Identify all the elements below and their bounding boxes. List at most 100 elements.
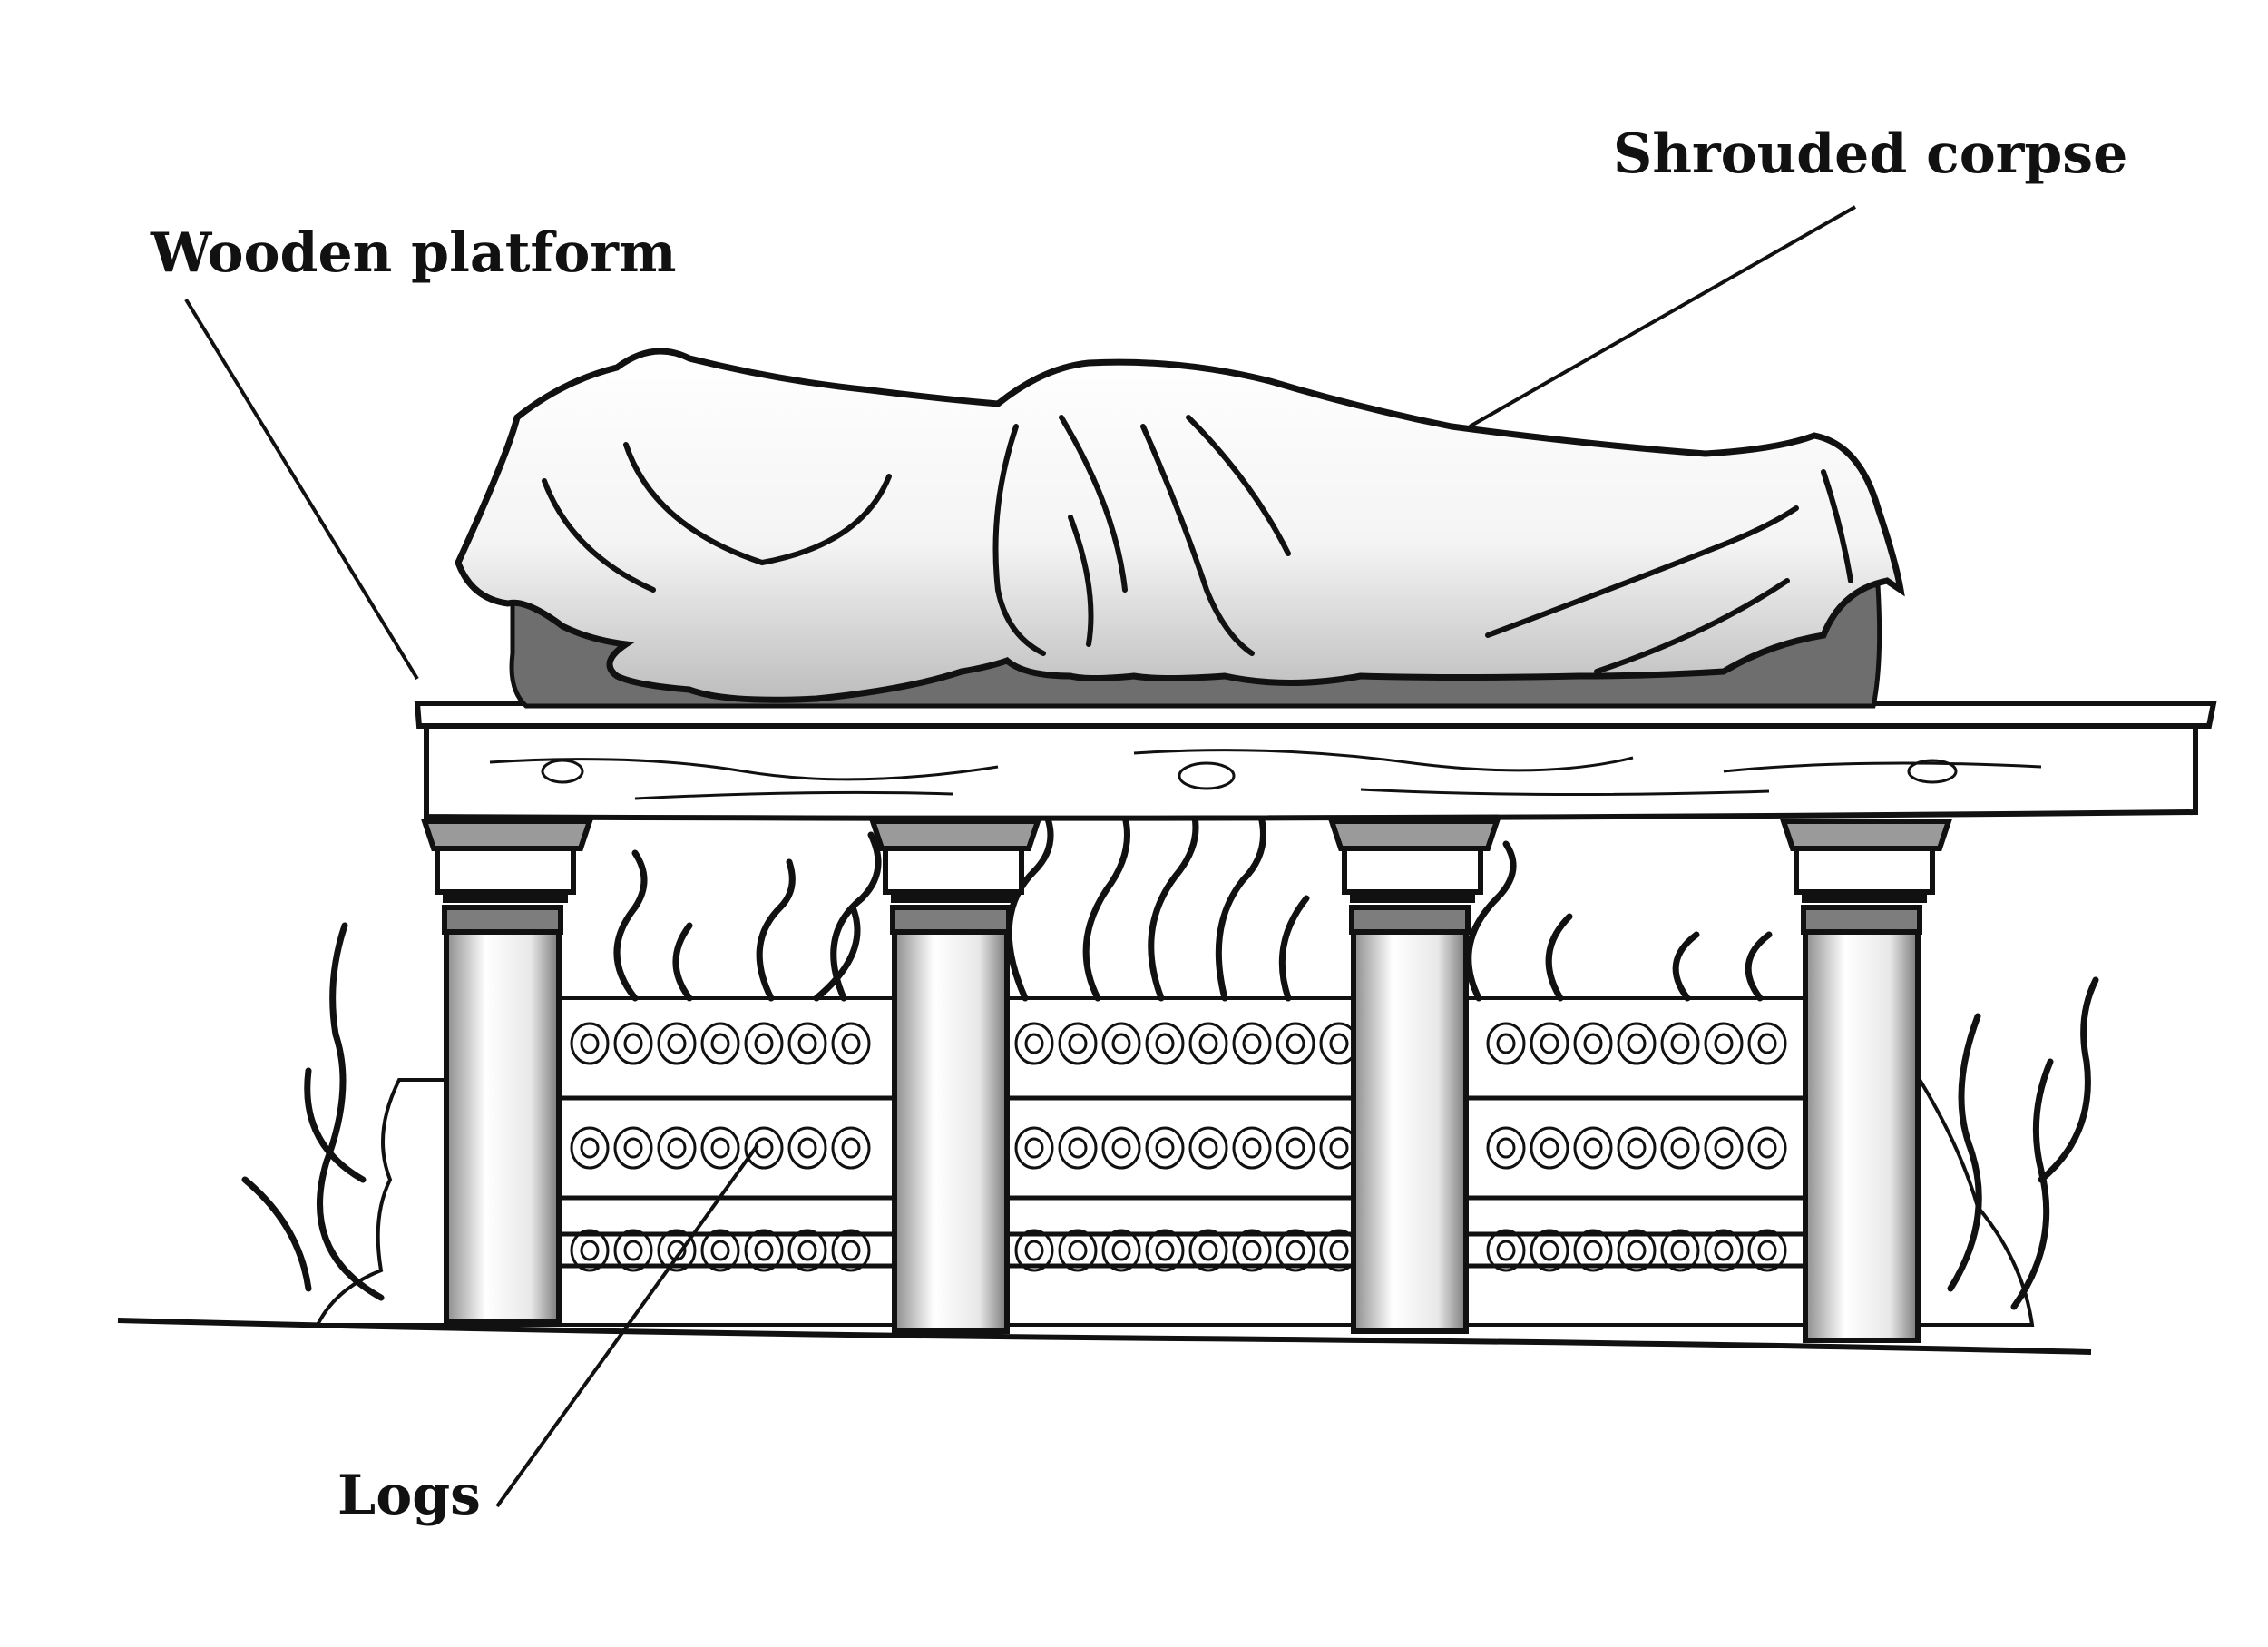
log-ring xyxy=(744,1229,784,1272)
log-ring-inner xyxy=(1198,1137,1218,1159)
log-ring xyxy=(831,1229,871,1272)
log-ring xyxy=(1486,1126,1526,1170)
shrouded-corpse xyxy=(455,348,1905,703)
log-ring xyxy=(570,1126,610,1170)
log-ring-inner xyxy=(1024,1240,1044,1261)
log-ring xyxy=(1145,1126,1185,1170)
log-ring xyxy=(1486,1229,1526,1272)
log-ring-inner xyxy=(710,1137,730,1159)
log-ring-inner xyxy=(710,1240,730,1261)
column-2 xyxy=(868,819,1042,1334)
log-ring-inner xyxy=(841,1137,861,1159)
log-ring xyxy=(1573,1126,1613,1170)
log-ring-inner xyxy=(1329,1240,1349,1261)
log-ring-inner xyxy=(754,1033,774,1054)
log-ring xyxy=(1617,1126,1657,1170)
log-ring-inner xyxy=(1496,1240,1516,1261)
log-ring xyxy=(1486,1022,1526,1065)
log-ring xyxy=(1704,1229,1744,1272)
log-ring xyxy=(1014,1022,1054,1065)
log-ring-inner xyxy=(1583,1033,1603,1054)
log-ring-inner xyxy=(797,1137,817,1159)
log-ring-inner xyxy=(1757,1137,1777,1159)
log-ring-inner xyxy=(1286,1240,1305,1261)
log-ring xyxy=(1232,1022,1272,1065)
log-ring xyxy=(1660,1126,1700,1170)
log-ring xyxy=(744,1126,784,1170)
log-ring-inner xyxy=(1155,1137,1175,1159)
log-ring-inner xyxy=(580,1137,600,1159)
log-ring xyxy=(1188,1229,1228,1272)
label-logs: Logs xyxy=(337,1464,481,1527)
log-ring xyxy=(1747,1229,1787,1272)
shroud-folds xyxy=(542,415,1853,674)
log-ring-inner xyxy=(623,1033,643,1054)
log-ring-inner xyxy=(797,1033,817,1054)
log-ring xyxy=(787,1126,827,1170)
log-ring-inner xyxy=(1068,1033,1088,1054)
leader-line-shrouded-corpse xyxy=(1469,205,1856,428)
leader-line-logs xyxy=(495,1143,759,1508)
log-ring xyxy=(1276,1126,1315,1170)
flames xyxy=(241,795,2099,1310)
log-ring xyxy=(1617,1022,1657,1065)
log-ring-inner xyxy=(1068,1240,1088,1261)
log-ring xyxy=(1704,1126,1744,1170)
log-ring xyxy=(1747,1126,1787,1170)
label-shrouded-corpse: Shrouded corpse xyxy=(1613,123,2128,186)
log-ring xyxy=(1232,1126,1272,1170)
log-ring-inner xyxy=(1024,1137,1044,1159)
log-ring xyxy=(1145,1022,1185,1065)
column-3 xyxy=(1327,819,1501,1334)
log-ring xyxy=(700,1229,740,1272)
log-ring xyxy=(1058,1229,1098,1272)
log-ring-inner xyxy=(710,1033,730,1054)
log-ring xyxy=(1530,1022,1569,1065)
column-4 xyxy=(1779,819,1953,1343)
log-ring xyxy=(613,1229,653,1272)
log-ring-inner xyxy=(1627,1033,1647,1054)
log-ring xyxy=(1573,1229,1613,1272)
log-ring xyxy=(1014,1126,1054,1170)
log-ring-inner xyxy=(1714,1240,1734,1261)
log-ring-inner xyxy=(1329,1033,1349,1054)
log-ring-inner xyxy=(623,1137,643,1159)
log-ring xyxy=(1058,1022,1098,1065)
log-ring-inner xyxy=(1329,1137,1349,1159)
log-ring xyxy=(1617,1229,1657,1272)
log-ring-inner xyxy=(841,1033,861,1054)
log-ring xyxy=(1530,1229,1569,1272)
log-ring-inner xyxy=(754,1240,774,1261)
log-ring xyxy=(657,1229,697,1272)
log-ring xyxy=(1276,1229,1315,1272)
leader-lines xyxy=(184,205,1856,1508)
log-ring xyxy=(831,1126,871,1170)
log-ring-inner xyxy=(1670,1033,1690,1054)
log-ring xyxy=(1573,1022,1613,1065)
log-ring-inner xyxy=(1627,1240,1647,1261)
log-ring xyxy=(570,1022,610,1065)
log-ring xyxy=(613,1022,653,1065)
log-ring-inner xyxy=(1111,1137,1131,1159)
log-ring xyxy=(1101,1126,1141,1170)
wooden-platform xyxy=(414,701,2217,821)
log-ring-inner xyxy=(797,1240,817,1261)
log-ring-inner xyxy=(1068,1137,1088,1159)
log-ring-inner xyxy=(1583,1137,1603,1159)
log-ring-inner xyxy=(1111,1240,1131,1261)
log-ring xyxy=(570,1229,610,1272)
log-ring-inner xyxy=(667,1033,687,1054)
log-ring xyxy=(787,1022,827,1065)
column-1 xyxy=(420,819,594,1325)
log-ring-inner xyxy=(623,1240,643,1261)
log-ring xyxy=(1101,1022,1141,1065)
log-ring xyxy=(1014,1229,1054,1272)
log-ring-inner xyxy=(1286,1033,1305,1054)
log-ring-inner xyxy=(1024,1033,1044,1054)
log-ring-inner xyxy=(1155,1033,1175,1054)
log-ring xyxy=(1145,1229,1185,1272)
log-ring-inner xyxy=(1540,1033,1559,1054)
log-ring-inner xyxy=(1757,1033,1777,1054)
log-ring-inner xyxy=(1198,1033,1218,1054)
